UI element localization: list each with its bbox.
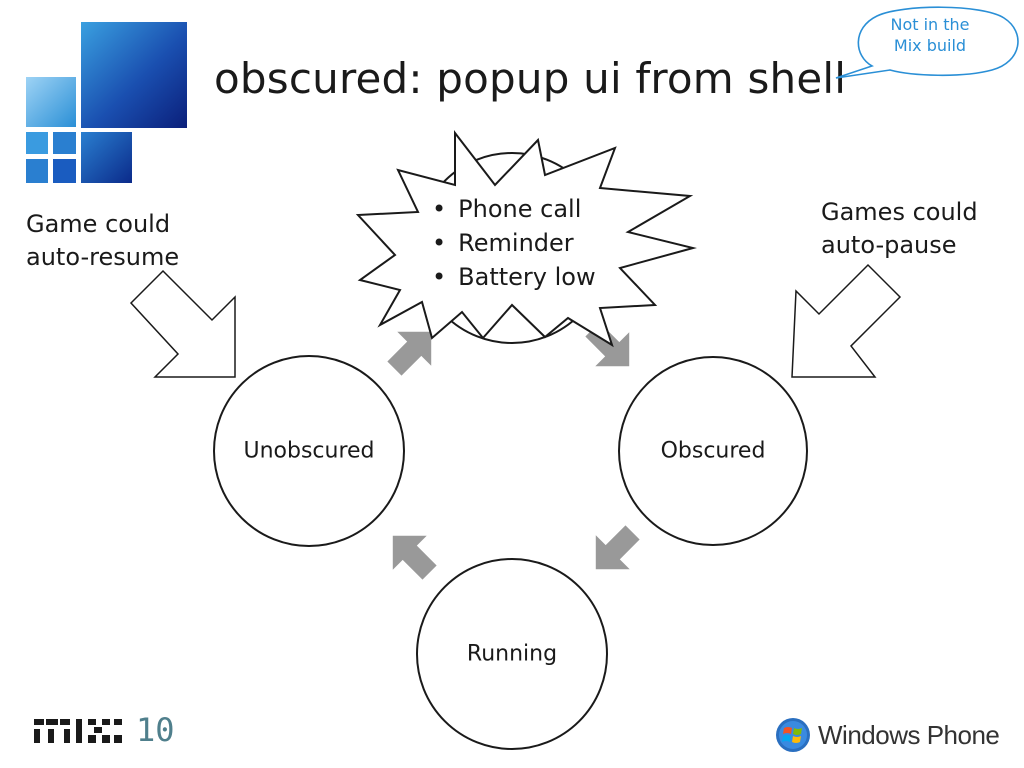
popup-item-battery-low: Battery low	[432, 260, 595, 294]
cycle-arrow-up-right-icon	[387, 331, 432, 376]
right-note-line-2: auto-pause	[821, 231, 957, 259]
mix-logo-number: 10	[136, 711, 175, 749]
windows-flag-icon	[776, 718, 810, 752]
slide-title: obscured: popup ui from shell	[214, 54, 847, 103]
callout-line-1: Not in the	[890, 15, 970, 34]
running-label: Running	[466, 641, 558, 667]
running-circle	[416, 558, 608, 750]
mix-logo-marks-icon	[34, 719, 122, 743]
mix10-logo: 10	[34, 711, 175, 749]
speech-bubble-icon	[835, 6, 1019, 79]
right-note: Games could auto-pause	[821, 196, 978, 262]
right-note-line-1: Games could	[821, 198, 978, 226]
windows-phone-text: Windows Phone	[818, 719, 1000, 750]
callout-line-2: Mix build	[893, 36, 967, 55]
left-note-line-1: Game could	[26, 210, 171, 238]
callout-text: Not in the Mix build	[870, 14, 990, 56]
obscured-label: Obscured	[660, 438, 766, 464]
popup-list: Phone call Reminder Battery low	[432, 192, 596, 294]
left-note: Game could auto-resume	[26, 208, 179, 274]
left-note-line-2: auto-resume	[26, 243, 180, 271]
popup-item-reminder: Reminder	[432, 226, 596, 260]
cycle-arrow-up-left-icon	[392, 535, 437, 580]
cycle-arrow-down-left-icon	[595, 525, 640, 570]
popup-item-phone-call: Phone call	[432, 192, 596, 226]
hollow-arrow-right-icon	[791, 263, 902, 378]
unobscured-circle	[213, 355, 405, 547]
unobscured-label: Unobscured	[243, 438, 375, 464]
tiles-logo-icon	[26, 22, 187, 183]
hollow-arrow-left-icon	[129, 269, 236, 378]
windows-phone-logo: Windows Phone	[774, 716, 1000, 754]
obscured-circle	[618, 356, 808, 546]
